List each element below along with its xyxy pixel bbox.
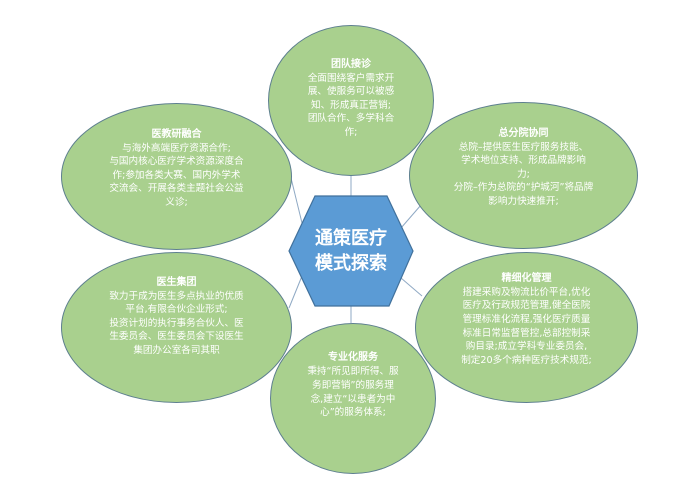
connector-bottom-right (400, 277, 423, 297)
node-text-line: 集团办公室各司其职 (133, 344, 220, 356)
node-text-line: 力; (517, 168, 530, 180)
node-title: 精细化管理 (501, 272, 552, 284)
node-text-line: 务即营销”的服务理 (312, 379, 394, 391)
node-text-line: 致力于成为医生多点执业的优质 (109, 290, 244, 302)
connector-top-right (400, 204, 422, 229)
node-refined-management: 精细化管理 搭建采购及物流比价平台,优化 医疗及行政规范管理,健全医院 管理标准… (415, 252, 638, 403)
node-text-line: 作;参加各类大赛、国内外学术 (112, 169, 241, 181)
node-text-line: 与国内核心医疗学术资源深度合 (109, 156, 244, 168)
node-text-line: 学术地位支持、形成品牌影响 (461, 155, 586, 167)
node-text-line: 秉持“所见即所得、服 (307, 366, 399, 378)
center-label: 通策医疗 模式探索 (289, 196, 413, 306)
node-text-line: 义诊; (165, 196, 188, 208)
node-title: 团队接诊 (331, 58, 371, 70)
connector-bottom-left (288, 275, 303, 309)
node-text-line: 制定20多个病种医疗技术规范; (461, 354, 592, 366)
node-text-line: 搭建采购及物流比价平台,优化 (462, 286, 591, 298)
node-title: 总分院协同 (498, 127, 549, 139)
node-team-consultation: 团队接诊 全面围绕客户需求开 展、使服务可以被感 知、形成真正营销; 团队合作、… (268, 25, 434, 176)
node-title: 专业化服务 (328, 352, 378, 364)
node-professional-service: 专业化服务 秉持“所见即所得、服 务即营销”的服务理 念,建立“以患者为中 心”… (270, 323, 436, 474)
node-title: 医生集团 (156, 276, 197, 288)
node-text-line: 念,建立“以患者为中 (310, 393, 396, 405)
node-text-line: 影响力快速推开; (488, 195, 559, 207)
node-text-line: 作; (344, 126, 358, 138)
node-text-line: 标准日常监督管控,总部控制采 (462, 327, 591, 339)
node-hospital-branch-synergy: 总分院协同 总院–提供医生医疗服务技能、 学术地位支持、形成品牌影响 力; 分院… (409, 102, 638, 249)
node-title: 医教研融合 (151, 128, 202, 140)
node-text-line: 医疗及行政规范管理,健全医院 (462, 300, 591, 312)
center-label-line: 通策医疗 (315, 228, 387, 249)
node-text-line: 团队合作、多学科合 (307, 113, 395, 125)
node-text-line: 知、形成真正营销; (311, 99, 391, 111)
node-text-line: 平台,有限合伙企业形式; (125, 304, 228, 316)
node-text-line: 管理标准化流程,强化医疗质量 (462, 313, 591, 325)
node-text-line: 投资计划的执行事务合伙人、医 (109, 317, 244, 329)
node-text-line: 总院–提供医生医疗服务技能、 (458, 141, 589, 153)
center-label-line: 模式探索 (315, 253, 387, 274)
node-text-line: 展、使服务可以被感 (307, 86, 395, 98)
node-text-line: 心”的服务体系; (320, 407, 386, 419)
node-text-line: 分院–作为总院的“护城河”将品牌 (453, 182, 594, 194)
node-medical-education-research: 医教研融合 与海外高端医疗资源合作; 与国内核心医疗学术资源深度合 作;参加各类… (61, 103, 292, 250)
node-text-line: 生委员会、医生委员会下设医生 (109, 331, 244, 343)
node-text-line: 全面围绕客户需求开 (307, 72, 395, 84)
node-text-line: 与海外高端医疗资源合作; (122, 142, 231, 154)
node-text-line: 交流会、开展各类主题社会公益 (109, 183, 244, 195)
node-doctor-group: 医生集团 致力于成为医生多点执业的优质 平台,有限合伙企业形式; 投资计划的执行… (61, 252, 292, 403)
node-text-line: 购目录;成立学科专业委员会, (465, 341, 588, 353)
connector-top-left (290, 177, 303, 224)
